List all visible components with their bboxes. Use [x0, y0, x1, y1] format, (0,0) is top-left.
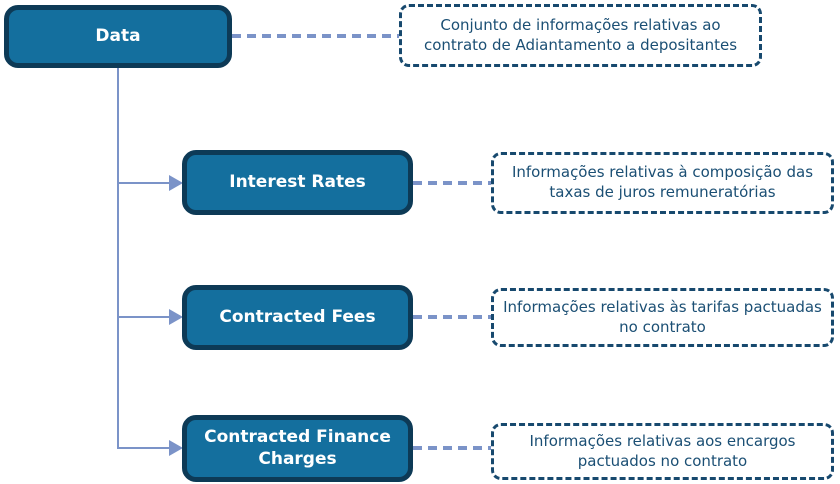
- dashed-connector-contracted-finance-charges-note: [413, 446, 491, 450]
- node-interest-rates: Interest Rates: [182, 150, 413, 215]
- note-contracted-finance-charges-description-text: Informações relativas aos encargos pactu…: [529, 431, 796, 470]
- node-interest-rates-label: Interest Rates: [229, 171, 366, 192]
- dashed-connector-contracted-fees-note: [413, 315, 491, 319]
- note-interest-rates-description-text: Informações relativas à composição das t…: [511, 163, 814, 201]
- note-contracted-fees-description-text: Informações relativas às tarifas pactuad…: [503, 297, 822, 336]
- branch-connector-contracted-fees: [117, 316, 170, 318]
- node-contracted-finance-charges: Contracted Finance Charges: [182, 415, 413, 482]
- node-data: Data: [4, 5, 232, 68]
- note-data-description: Conjunto de informações relativas ao con…: [399, 4, 762, 67]
- note-contracted-finance-charges-description: Informações relativas aos encargos pactu…: [491, 423, 834, 480]
- dashed-connector-interest-rates-note: [413, 181, 491, 185]
- note-contracted-fees-description: Informações relativas às tarifas pactuad…: [491, 288, 834, 347]
- note-data-description-text: Conjunto de informações relativas ao con…: [423, 15, 738, 54]
- node-contracted-finance-charges-label: Contracted Finance Charges: [204, 427, 391, 469]
- node-data-label: Data: [95, 25, 141, 46]
- trunk-connector-line: [117, 68, 119, 448]
- dashed-connector-data-note: [232, 34, 399, 38]
- arrow-right-icon: [169, 309, 183, 325]
- arrow-right-icon: [169, 175, 183, 191]
- note-interest-rates-description: Informações relativas à composição das t…: [491, 152, 834, 214]
- node-contracted-fees: Contracted Fees: [182, 285, 413, 350]
- branch-connector-interest-rates: [117, 182, 170, 184]
- branch-connector-contracted-finance-charges: [117, 447, 170, 449]
- node-contracted-fees-label: Contracted Fees: [219, 306, 376, 327]
- arrow-right-icon: [169, 440, 183, 456]
